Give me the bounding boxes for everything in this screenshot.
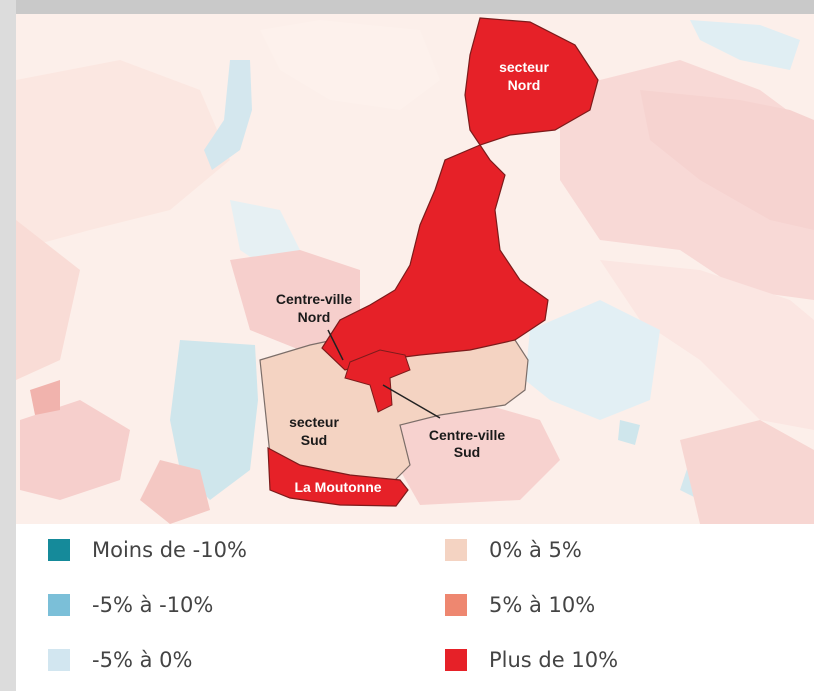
- legend-label: -5% à -10%: [92, 593, 214, 617]
- label-secteur-sud-line2: Sud: [301, 432, 327, 448]
- zone-pink-centre-west: [230, 250, 360, 350]
- legend-item-moins-5-a-moins-10: -5% à -10%: [48, 590, 213, 620]
- legend-label: Plus de 10%: [489, 648, 619, 672]
- zone-north-west-pale: [260, 20, 440, 110]
- legend-swatch: [445, 649, 467, 671]
- label-centre-ville-nord-line1: Centre-ville: [276, 291, 352, 307]
- label-secteur-nord-line2: Nord: [508, 77, 541, 93]
- zone-blue-west: [170, 340, 258, 500]
- legend-item-5-a-10: 5% à 10%: [445, 590, 595, 620]
- map-legend: Moins de -10% -5% à -10% -5% à 0% 0% à 5…: [16, 524, 814, 691]
- zone-pink-south-east: [680, 420, 814, 524]
- zone-pink-south-west: [20, 400, 130, 500]
- zone-pink-south: [400, 400, 560, 505]
- legend-label: 5% à 10%: [489, 593, 596, 617]
- zone-centre-ville-sud: [344, 349, 411, 413]
- zone-west-pale: [16, 60, 230, 250]
- legend-swatch: [445, 539, 467, 561]
- leader-line-centre-ville-nord: [327, 329, 344, 361]
- legend-swatch: [445, 594, 467, 616]
- zone-blue-small: [618, 420, 640, 445]
- leader-line-centre-ville-sud: [382, 384, 441, 419]
- top-frame-bar: [0, 0, 814, 14]
- zone-secteur-nord: [321, 17, 599, 371]
- legend-item-0-a-5: 0% à 5%: [445, 535, 582, 565]
- zone-west-rose: [16, 220, 80, 380]
- zone-pink-south-west-2: [140, 460, 210, 524]
- left-frame-bar: [0, 0, 16, 691]
- label-secteur-sud-line1: secteur: [289, 414, 339, 430]
- legend-label: 0% à 5%: [489, 538, 582, 562]
- zone-blue-north: [204, 60, 252, 170]
- zone-blue-north-east: [690, 20, 800, 70]
- choropleth-map: secteur Nord Centre-ville Nord secteur S…: [16, 14, 814, 524]
- label-secteur-nord-line1: secteur: [499, 59, 549, 75]
- label-centre-ville-sud-line2: Sud: [454, 444, 480, 460]
- zone-la-moutonne: [267, 446, 409, 507]
- label-centre-ville-sud-line1: Centre-ville: [429, 427, 505, 443]
- label-centre-ville-nord-line2: Nord: [298, 309, 331, 325]
- legend-label: Moins de -10%: [92, 538, 247, 562]
- legend-item-plus-de-10: Plus de 10%: [445, 645, 618, 675]
- label-la-moutonne: La Moutonne: [294, 479, 381, 495]
- legend-swatch: [48, 594, 70, 616]
- legend-swatch: [48, 649, 70, 671]
- zone-east-pale: [600, 260, 814, 430]
- legend-item-moins-de-moins-10: Moins de -10%: [48, 535, 247, 565]
- legend-swatch: [48, 539, 70, 561]
- zone-pink-small-west: [30, 380, 60, 415]
- legend-item-moins-5-a-0: -5% à 0%: [48, 645, 192, 675]
- legend-label: -5% à 0%: [92, 648, 193, 672]
- zone-east-rose-2: [640, 90, 814, 230]
- zone-blue-east: [525, 300, 660, 420]
